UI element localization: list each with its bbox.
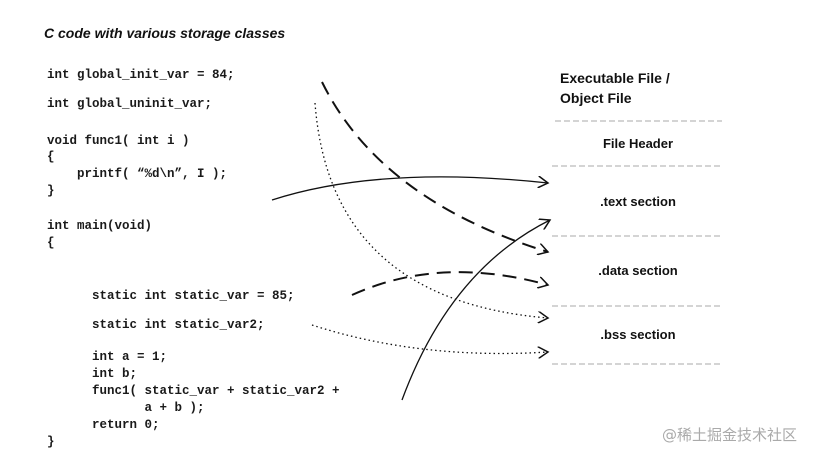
code-line: int a = 1;: [47, 350, 168, 364]
code-line: }: [47, 435, 55, 449]
file-title-line: Executable File /: [560, 70, 670, 86]
code-line: }: [47, 184, 55, 198]
code-line: int global_uninit_var;: [47, 97, 213, 111]
code-line: a + b );: [47, 401, 205, 415]
section-bss: .bss section: [600, 327, 676, 342]
code-line: return 0;: [47, 418, 160, 432]
section-text: .text section: [600, 194, 676, 209]
code-line: static int static_var2;: [47, 318, 265, 332]
code-line: {: [47, 150, 55, 164]
code-line: int b;: [47, 367, 138, 381]
code-line: static int static_var = 85;: [47, 289, 295, 303]
arrow-static-var-to-data: [351, 271, 548, 296]
code-line: {: [47, 236, 55, 250]
section-file-header: File Header: [602, 136, 674, 151]
code-line: printf( “%d\n”, I );: [47, 167, 228, 181]
arrow-func1-to-text: [271, 177, 548, 201]
arrow-global-uninit-to-bss: [314, 102, 548, 318]
code-line: int main(void): [47, 219, 153, 233]
arrow-global-init-to-data: [321, 81, 548, 252]
watermark: @稀土掘金技术社区: [661, 426, 797, 444]
code-line: void func1( int i ): [47, 134, 190, 148]
arrow-static-var2-to-bss: [311, 324, 548, 353]
code-line: int global_init_var = 84;: [47, 68, 235, 82]
section-data: .data section: [598, 263, 678, 278]
file-title-line: Object File: [560, 90, 632, 106]
file-title: Executable File / Object File: [560, 68, 670, 108]
code-line: func1( static_var + static_var2 +: [47, 384, 340, 398]
arrow-main-to-text: [401, 220, 550, 401]
diagram-title: C code with various storage classes: [44, 25, 286, 41]
